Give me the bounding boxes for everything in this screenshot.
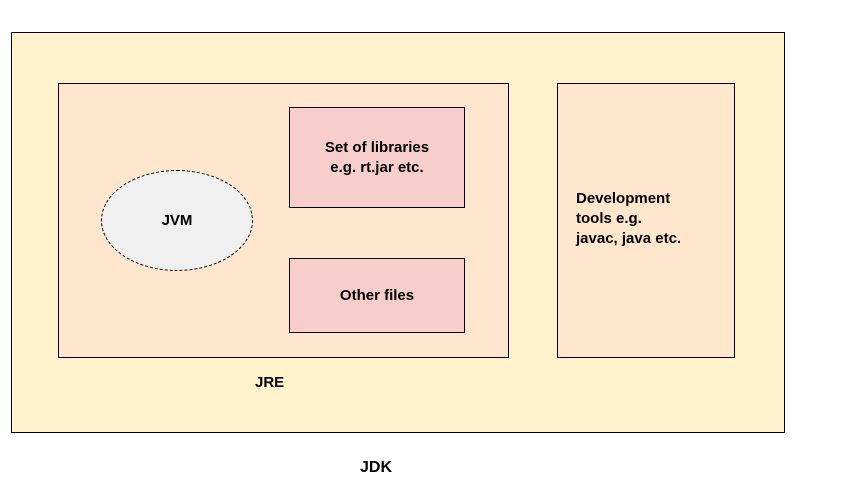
other-files-label: Other files xyxy=(339,286,415,304)
other-files-box xyxy=(289,258,465,333)
jvm-label: JVM xyxy=(161,211,193,229)
libraries-box xyxy=(289,107,465,208)
development-tools-box xyxy=(557,83,735,358)
jre-label: JRE xyxy=(255,374,285,391)
libraries-label: Set of libraries e.g. rt.jar etc. xyxy=(324,138,430,176)
development-tools-label: Development tools e.g. javac, java etc. xyxy=(576,190,682,247)
jdk-label: JDK xyxy=(360,459,393,476)
jvm-ellipse xyxy=(101,170,253,271)
